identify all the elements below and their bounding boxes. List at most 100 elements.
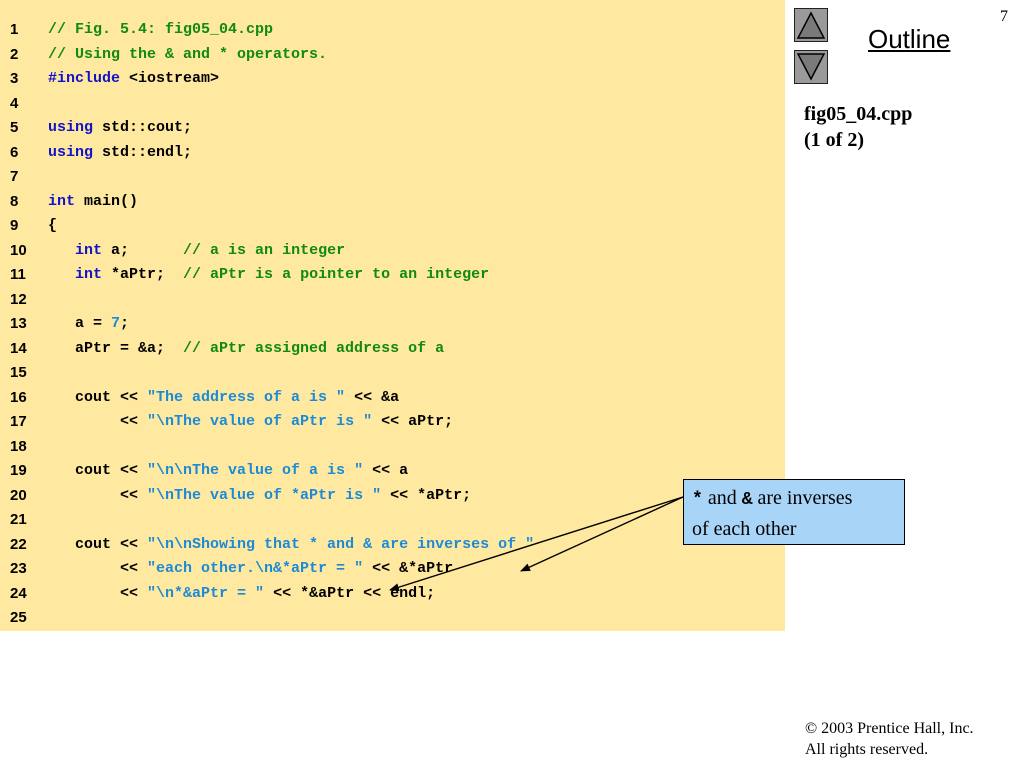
line-number: 8 — [10, 192, 19, 210]
line-number: 10 — [10, 241, 27, 259]
code-token: cout << — [48, 462, 148, 479]
copyright-line2: All rights reserved. — [805, 741, 929, 758]
code-line: 3 #include <iostream> — [0, 67, 785, 92]
code-token: // Fig. 5.4: fig05_04.cpp — [48, 21, 274, 38]
code-token: "\n\nThe value of a is " — [147, 462, 364, 479]
code-token: #include — [48, 70, 121, 87]
code-line: 12 — [0, 288, 785, 313]
code-token: ; — [120, 315, 130, 332]
code-line: 22 cout << "\n\nShowing that * and & are… — [0, 533, 785, 558]
code-token: std::endl; — [93, 143, 193, 161]
code-token: cout << — [48, 535, 148, 553]
line-number: 4 — [10, 94, 19, 112]
previous-slide-button[interactable] — [794, 8, 828, 42]
code-token: using — [48, 119, 94, 136]
code-token: 7 — [111, 315, 121, 332]
code-line: 7 — [0, 165, 785, 190]
file-name: fig05_04.cpp — [804, 103, 913, 125]
code-token: "The address of a is " — [147, 388, 346, 406]
callout-and: and — [702, 487, 742, 509]
code-token: << — [48, 584, 148, 602]
code-text: // Using the & and * operators. — [48, 43, 327, 68]
code-line: 2// Using the & and * operators. — [0, 43, 785, 68]
outline-link[interactable]: Outline — [868, 24, 951, 54]
line-number: 13 — [10, 315, 27, 332]
code-text: #include <iostream> — [48, 67, 219, 92]
code-token: << aPtr; — [372, 413, 454, 430]
code-text: aPtr = &a; // aPtr assigned address of a — [48, 337, 444, 362]
code-token: << — [48, 560, 148, 577]
code-line: 23 << "each other.\n&*aPtr = " << &*aPtr — [0, 557, 785, 582]
callout-amp: & — [741, 490, 753, 510]
line-number: 22 — [10, 535, 27, 553]
code-text: cout << "\n\nThe value of a is " << a — [48, 459, 408, 484]
line-number: 16 — [10, 388, 27, 406]
code-line: 6 using std::endl; — [0, 141, 785, 166]
line-number: 1 — [10, 21, 19, 38]
code-line: 15 — [0, 361, 785, 386]
code-text: using std::endl; — [48, 141, 192, 166]
code-token: aPtr = &a; — [48, 339, 184, 357]
code-line: 11 int *aPtr; // aPtr is a pointer to an… — [0, 263, 785, 288]
code-token: int — [75, 266, 103, 283]
line-number: 19 — [10, 462, 27, 479]
copyright: © 2003 Prentice Hall, Inc. All rights re… — [805, 718, 974, 760]
line-number: 20 — [10, 486, 27, 504]
callout-line2: of each other — [692, 518, 797, 540]
code-token: "\nThe value of aPtr is " — [147, 413, 373, 430]
code-text: int a; // a is an integer — [48, 239, 345, 264]
code-token: std::cout; — [93, 119, 193, 136]
line-number: 25 — [10, 609, 27, 626]
callout-star: * — [692, 490, 703, 510]
file-part: (1 of 2) — [804, 129, 864, 151]
code-token: << &*aPtr — [363, 560, 454, 577]
code-token: <iostream> — [120, 70, 220, 87]
code-line: 1 // Fig. 5.4: fig05_04.cpp — [0, 18, 785, 43]
code-line: 16 cout << "The address of a is " << &a — [0, 386, 785, 411]
line-number: 12 — [10, 290, 27, 308]
code-token: << — [48, 486, 148, 504]
code-line: 25 — [0, 606, 785, 631]
code-token: { — [48, 217, 58, 234]
code-text: << "each other.\n&*aPtr = " << &*aPtr — [48, 557, 453, 582]
code-text: cout << "The address of a is " << &a — [48, 386, 399, 411]
code-line: 20 << "\nThe value of *aPtr is " << *aPt… — [0, 484, 785, 509]
code-token: using — [48, 143, 94, 161]
line-number: 9 — [10, 217, 19, 234]
code-token: "\n\nShowing that * and & are inverses o… — [147, 535, 535, 553]
code-text: << "\nThe value of *aPtr is " << *aPtr; — [48, 484, 471, 509]
code-text: int main() — [48, 190, 138, 215]
code-line: 14 aPtr = &a; // aPtr assigned address o… — [0, 337, 785, 362]
line-number: 3 — [10, 70, 19, 87]
code-token: a = — [48, 315, 112, 332]
code-token: // aPtr is a pointer to an integer — [183, 266, 490, 283]
code-text: using std::cout; — [48, 116, 192, 141]
line-number: 23 — [10, 560, 27, 577]
code-token: // Using the & and * operators. — [48, 45, 328, 63]
code-token: "each other.\n&*aPtr = " — [147, 560, 364, 577]
next-slide-button[interactable] — [794, 50, 828, 84]
code-token: << a — [363, 462, 409, 479]
line-number: 6 — [10, 143, 19, 161]
arrow-to-line-24 — [389, 496, 684, 592]
file-title: fig05_04.cpp (1 of 2) — [804, 101, 912, 153]
callout-rest: are inverses — [752, 487, 853, 509]
code-token: int — [48, 192, 76, 210]
line-number: 21 — [10, 511, 27, 528]
line-number: 5 — [10, 119, 19, 136]
code-line: 8 int main() — [0, 190, 785, 215]
code-text: cout << "\n\nShowing that * and & are in… — [48, 533, 534, 558]
copyright-line1: 2003 Prentice Hall, Inc. — [817, 720, 974, 737]
code-token: // a is an integer — [183, 241, 346, 259]
triangle-up-icon — [796, 11, 826, 39]
slide-number: 7 — [1000, 8, 1008, 25]
code-token: *aPtr; — [102, 266, 184, 283]
code-token: << — [48, 413, 148, 430]
code-line: 19 cout << "\n\nThe value of a is " << a — [0, 459, 785, 484]
code-line: 13 a = 7; — [0, 312, 785, 337]
code-token: "\nThe value of *aPtr is " — [147, 486, 382, 504]
code-token: cout << — [48, 388, 148, 406]
arrow-to-line-23 — [520, 496, 684, 572]
code-panel: 1 // Fig. 5.4: fig05_04.cpp 2// Using the … — [0, 0, 785, 631]
